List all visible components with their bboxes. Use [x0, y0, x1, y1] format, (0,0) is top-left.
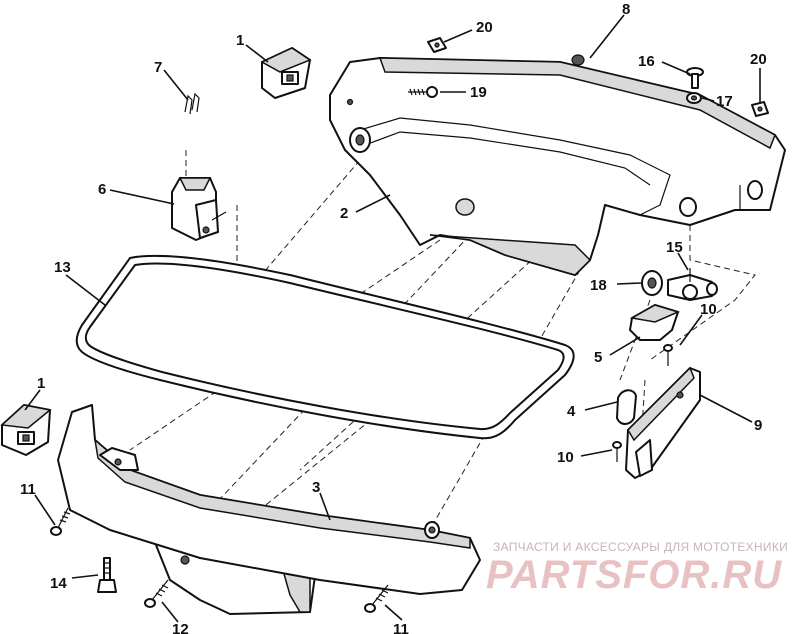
callout-10-upper: 10 — [700, 301, 717, 318]
clip-part-20-right — [751, 101, 769, 117]
callout-14: 14 — [50, 575, 67, 592]
bracket-part-6 — [171, 177, 227, 241]
callout-10-lower: 10 — [557, 449, 574, 466]
callout-11-left: 11 — [20, 481, 36, 498]
callout-16: 16 — [638, 53, 655, 70]
screw-part-11-left — [50, 507, 71, 536]
leader-lines — [24, 14, 761, 623]
screw-part-10-lower — [612, 441, 622, 462]
callout-15: 15 — [666, 239, 683, 256]
upper-cowl-part-2 — [329, 57, 786, 276]
screw-part-10-upper — [663, 344, 673, 366]
stud-part-14 — [97, 557, 117, 593]
callout-4: 4 — [567, 403, 576, 420]
callout-17: 17 — [716, 93, 733, 110]
callout-6: 6 — [98, 181, 106, 198]
washer-part-17 — [686, 92, 702, 104]
callout-1-lower: 1 — [37, 375, 45, 392]
callout-20-right: 20 — [750, 51, 767, 68]
clip-part-20-left — [427, 37, 447, 53]
callout-13: 13 — [54, 259, 71, 276]
callout-2: 2 — [340, 205, 348, 222]
watermark: ЗАПЧАСТИ И АКСЕССУАРЫ ДЛЯ МОТОТЕХНИКИ PA… — [486, 540, 788, 597]
screw-part-16 — [686, 67, 704, 89]
pad-part-4 — [616, 389, 637, 425]
callout-18: 18 — [590, 277, 607, 294]
latch-plate-part-9 — [625, 366, 701, 479]
rubber-block-part-1-lower — [0, 404, 52, 456]
callout-5: 5 — [594, 349, 602, 366]
watermark-tagline: ЗАПЧАСТИ И АКСЕССУАРЫ ДЛЯ МОТОТЕХНИКИ — [493, 540, 788, 554]
callout-1-upper: 1 — [236, 32, 244, 49]
callout-20-left: 20 — [476, 19, 493, 36]
latch-fitting-part-15 — [667, 268, 718, 301]
callout-11-right: 11 — [393, 621, 409, 634]
callout-labels: 1 1 2 3 4 5 6 7 8 9 10 10 11 11 12 13 14… — [20, 1, 767, 634]
gasket-part-13 — [75, 254, 575, 440]
screw-part-11-right — [364, 584, 389, 613]
callout-8: 8 — [622, 1, 630, 18]
lower-cowl-part-3 — [57, 404, 481, 615]
watermark-brand: PARTSFOR.RU — [486, 553, 782, 597]
screw-part-12 — [144, 579, 169, 608]
callout-7: 7 — [154, 59, 162, 76]
grommet-part-18 — [641, 270, 663, 296]
rubber-block-part-1-upper — [260, 47, 312, 99]
callout-3: 3 — [312, 479, 320, 496]
screw-part-19 — [408, 86, 438, 98]
callout-12: 12 — [172, 621, 189, 634]
nut-part-8 — [571, 54, 585, 66]
callout-9: 9 — [754, 417, 762, 434]
clip-part-7 — [184, 92, 200, 115]
latch-part-5 — [629, 304, 681, 341]
callout-19: 19 — [470, 84, 487, 101]
